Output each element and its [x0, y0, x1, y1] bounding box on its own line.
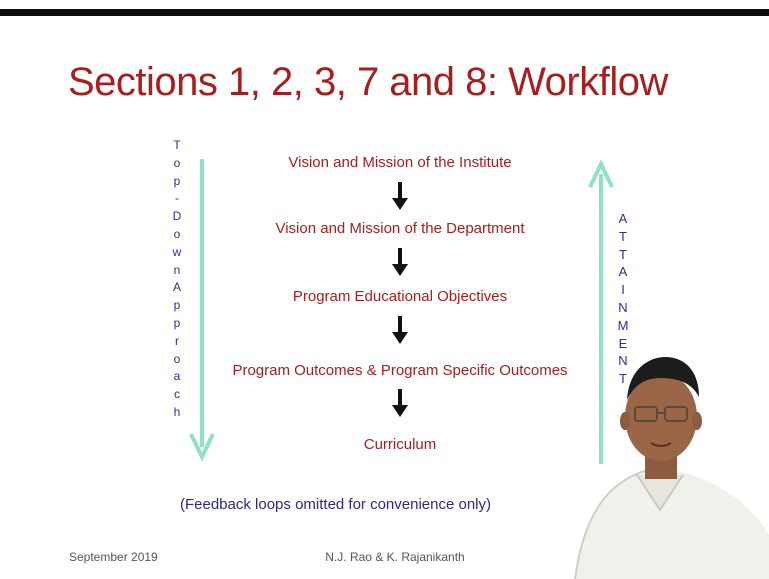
attainment-letter: N — [618, 353, 628, 369]
down-arrow-icon — [392, 316, 408, 344]
long-up-arrow-icon — [588, 160, 614, 464]
down-arrow-icon — [392, 182, 408, 210]
top-down-letter: o — [173, 226, 181, 241]
top-down-letter: p — [173, 173, 181, 188]
attainment-label: A T T A I N M E N T — [612, 210, 634, 388]
top-down-letter: r — [175, 333, 179, 348]
presenter-video — [574, 357, 769, 579]
down-arrow-icon — [392, 248, 408, 276]
workflow-step-curriculum: Curriculum — [363, 436, 437, 453]
top-down-letter: c — [174, 387, 180, 402]
top-down-letter: w — [172, 244, 182, 259]
attainment-letter: T — [619, 246, 627, 262]
slide-top-bar — [0, 9, 769, 16]
feedback-note: (Feedback loops omitted for convenience … — [180, 496, 492, 513]
workflow-step-peo: Program Educational Objectives — [292, 288, 508, 305]
attainment-letter: T — [619, 371, 627, 387]
top-down-approach-label: T o p - D o w n A p p r o a c h — [166, 137, 188, 422]
top-down-letter: n — [173, 262, 181, 277]
top-down-letter: h — [173, 404, 181, 419]
top-down-letter: A — [172, 280, 181, 295]
workflow-step-po-pso: Program Outcomes & Program Specific Outc… — [232, 362, 568, 379]
attainment-letter: A — [618, 264, 628, 280]
top-down-letter: p — [173, 315, 181, 330]
slide-title: Sections 1, 2, 3, 7 and 8: Workflow — [68, 60, 668, 104]
attainment-letter: N — [618, 299, 628, 315]
top-down-letter: - — [175, 191, 179, 206]
footer-authors: N.J. Rao & K. Rajanikanth — [325, 550, 465, 564]
top-down-letter: o — [173, 155, 181, 170]
attainment-letter: E — [618, 335, 628, 351]
top-down-letter: o — [173, 351, 181, 366]
workflow: Vision and Mission of the Institute Visi… — [230, 0, 570, 579]
long-down-arrow-icon — [189, 159, 215, 462]
attainment-letter: T — [619, 228, 627, 244]
top-down-letter: p — [173, 298, 181, 313]
footer-date: September 2019 — [69, 550, 158, 564]
attainment-letter: M — [617, 317, 629, 333]
attainment-letter: A — [618, 211, 628, 226]
workflow-step-institute: Vision and Mission of the Institute — [288, 154, 512, 171]
top-down-letter: T — [173, 138, 181, 152]
attainment-letter: I — [621, 282, 625, 298]
workflow-step-department: Vision and Mission of the Department — [275, 220, 525, 237]
down-arrow-icon — [392, 389, 408, 417]
top-down-letter: a — [173, 369, 181, 384]
top-down-letter: D — [172, 209, 182, 224]
